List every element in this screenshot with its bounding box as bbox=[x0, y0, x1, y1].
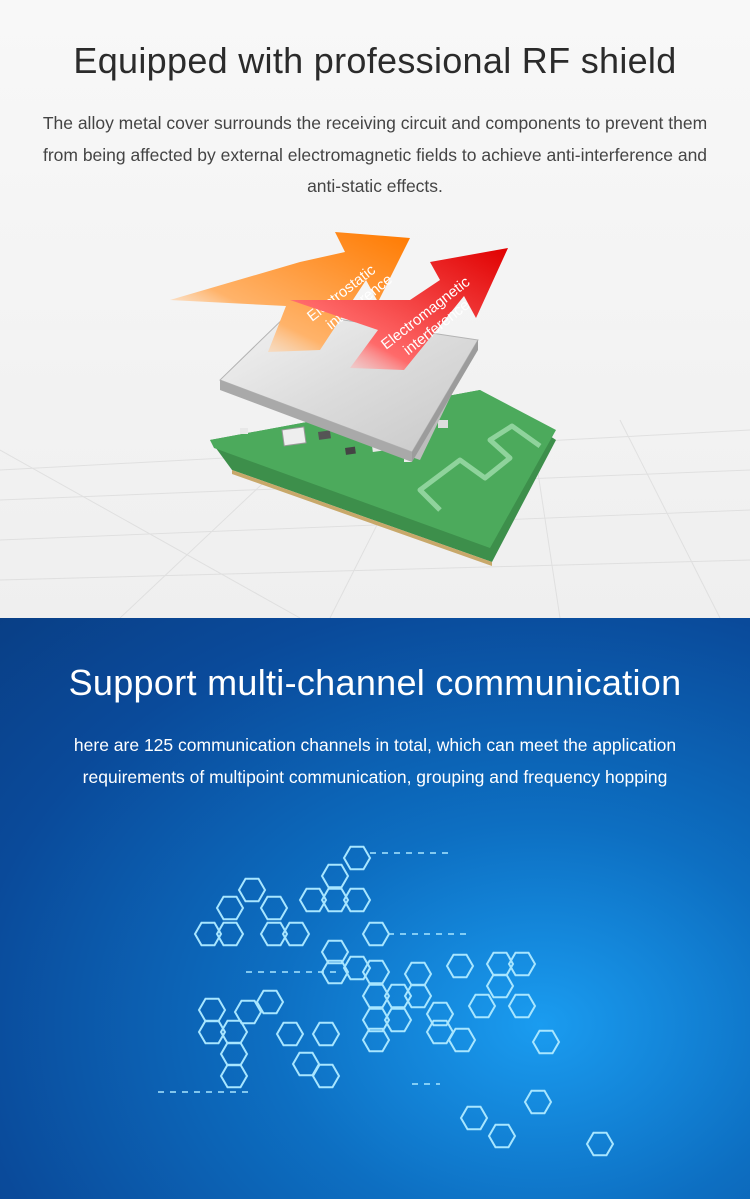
hexagon-node bbox=[507, 993, 537, 1019]
hexagon-node bbox=[487, 1123, 517, 1149]
rf-shield-description: The alloy metal cover surrounds the rece… bbox=[42, 113, 708, 196]
hexagon-node bbox=[215, 921, 245, 947]
hexagon-node bbox=[342, 955, 372, 981]
hexagon-network-graphic bbox=[158, 845, 615, 1157]
antenna-trace bbox=[417, 423, 542, 512]
pcb-board bbox=[210, 390, 556, 566]
rf-module-illustration: Electrostatic interference Electromagnet… bbox=[0, 232, 750, 618]
hexagon-node bbox=[425, 1019, 455, 1045]
hexagon-node bbox=[311, 1021, 341, 1047]
hexagon-node bbox=[507, 951, 537, 977]
hexagon-node bbox=[383, 1007, 413, 1033]
hexagon-node bbox=[342, 845, 372, 871]
rf-shield-title: Equipped with professional RF shield bbox=[73, 40, 677, 81]
hexagon-node bbox=[320, 939, 350, 965]
hexagon-node bbox=[320, 887, 350, 913]
hexagon-node bbox=[485, 973, 515, 999]
hexagon-node bbox=[361, 1027, 391, 1053]
hexagon-node bbox=[298, 887, 328, 913]
hexagon-node bbox=[361, 983, 391, 1009]
electromagnetic-arrow: Electromagnetic interference bbox=[290, 248, 508, 370]
hexagon-node bbox=[361, 959, 391, 985]
hexagon-node bbox=[403, 983, 433, 1009]
hexagon-node bbox=[311, 1063, 341, 1089]
hexagon-node bbox=[193, 921, 223, 947]
hexagon-node bbox=[361, 1007, 391, 1033]
hexagon-node bbox=[233, 999, 263, 1025]
hexagon-node bbox=[259, 921, 289, 947]
hexagon-node bbox=[259, 895, 289, 921]
hexagon-node bbox=[447, 1027, 477, 1053]
hexagon-node bbox=[342, 887, 372, 913]
hexagon-node bbox=[275, 1021, 305, 1047]
hexagon-node bbox=[383, 983, 413, 1009]
hexagon-node bbox=[467, 993, 497, 1019]
hexagon-node bbox=[219, 1041, 249, 1067]
hexagon-node bbox=[281, 921, 311, 947]
hexagon-node bbox=[237, 877, 267, 903]
dashed-lines bbox=[158, 852, 468, 1093]
hexagon-node bbox=[425, 1001, 455, 1027]
hexagon-node bbox=[585, 1131, 615, 1157]
hexagon-node bbox=[459, 1105, 489, 1131]
hexagon-node bbox=[197, 1019, 227, 1045]
hexagon-node bbox=[197, 997, 227, 1023]
hexagon-node bbox=[403, 961, 433, 987]
hexagon-node bbox=[215, 895, 245, 921]
multichannel-section: Support multi-channel communication here… bbox=[0, 618, 750, 1199]
multichannel-title: Support multi-channel communication bbox=[68, 662, 682, 703]
hexagon-node bbox=[445, 953, 475, 979]
hexagon-node bbox=[523, 1089, 553, 1115]
multichannel-description: here are 125 communication channels in t… bbox=[73, 735, 677, 787]
hexagon-node bbox=[320, 863, 350, 889]
hexagon-node bbox=[531, 1029, 561, 1055]
rf-shield-section: Equipped with professional RF shield The… bbox=[0, 0, 750, 618]
hexagon-node bbox=[255, 989, 285, 1015]
hexagon-node bbox=[219, 1063, 249, 1089]
hexagon-node bbox=[361, 921, 391, 947]
hexagon-cluster bbox=[193, 845, 615, 1157]
